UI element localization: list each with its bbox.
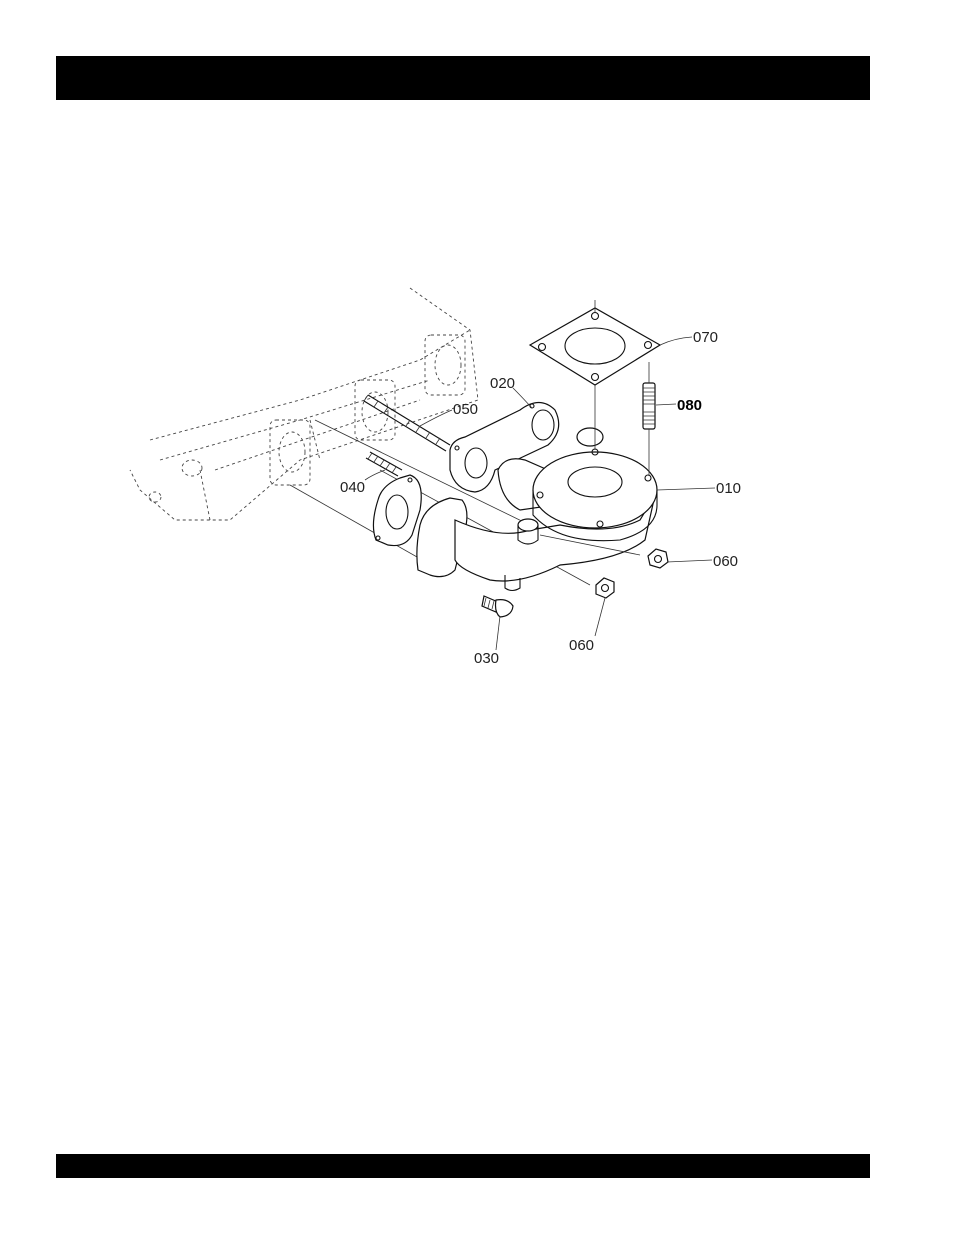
label-050: 050 xyxy=(453,401,478,418)
label-060-lower: 060 xyxy=(569,637,594,654)
label-040: 040 xyxy=(340,479,365,496)
nut-060-right xyxy=(648,549,668,568)
label-060-right: 060 xyxy=(713,553,738,570)
label-020: 020 xyxy=(490,375,515,392)
stud-050 xyxy=(364,395,450,451)
engine-block xyxy=(130,288,478,520)
label-030: 030 xyxy=(474,650,499,667)
label-010: 010 xyxy=(716,480,741,497)
header-bar xyxy=(56,56,870,100)
bolt-030 xyxy=(482,596,513,617)
footer-bar xyxy=(56,1154,870,1178)
nut-060-lower xyxy=(596,578,614,598)
front-gasket xyxy=(373,475,421,546)
exhaust-manifold-exploded-diagram: 070 080 010 060 020 050 040 030 060 xyxy=(0,270,954,690)
stud-080 xyxy=(643,362,655,476)
label-070: 070 xyxy=(693,329,718,346)
label-080: 080 xyxy=(677,397,702,414)
